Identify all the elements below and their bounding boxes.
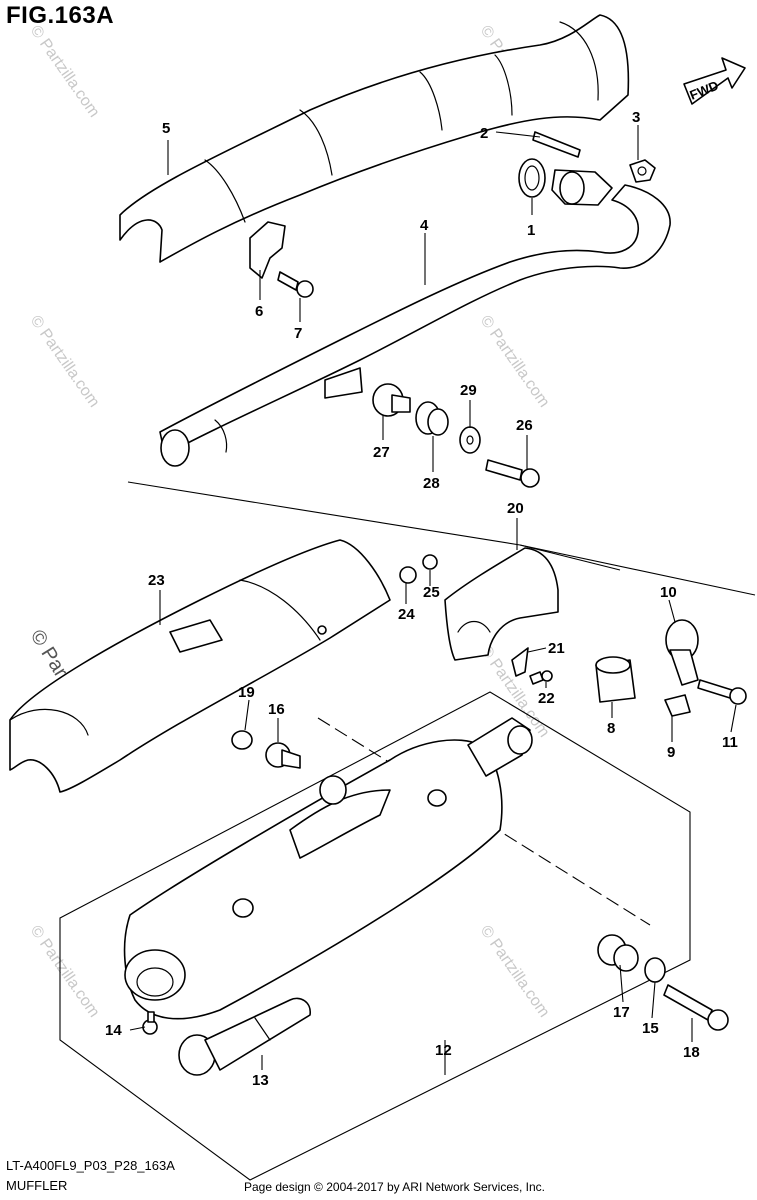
callout-27: 27 (373, 444, 390, 461)
washer-15 (644, 957, 666, 983)
callout-6: 6 (255, 303, 263, 320)
copyright-notice: Page design © 2004-2017 by ARI Network S… (244, 1180, 546, 1194)
grommet-19 (231, 730, 253, 750)
flange (551, 169, 613, 206)
watermark-6: © Partzilla.com (27, 923, 103, 1021)
nut-3 (629, 159, 656, 183)
callout-4: 4 (420, 217, 429, 234)
callout-25: 25 (423, 584, 440, 601)
collar-16 (265, 742, 301, 769)
callout-12: 12 (435, 1042, 452, 1059)
callout-26: 26 (516, 417, 533, 434)
callout-19: 19 (238, 684, 255, 701)
washer-29 (459, 426, 481, 454)
watermark-4: © Partzilla.com (477, 313, 553, 411)
callout-8: 8 (607, 720, 615, 737)
callout-21: 21 (548, 640, 565, 657)
callout-10: 10 (660, 584, 677, 601)
watermark-1: © Partzilla.com (27, 23, 103, 121)
callout-numbers: 5 2 3 1 4 6 7 29 26 27 28 20 23 24 25 10… (105, 109, 738, 1089)
bolt-22 (529, 670, 553, 685)
bolt-11 (697, 679, 747, 705)
callout-13: 13 (252, 1072, 269, 1089)
callout-14: 14 (105, 1022, 122, 1039)
bolt-18 (663, 984, 729, 1031)
callout-2: 2 (480, 125, 488, 142)
clamp-10 (665, 619, 699, 686)
spark-arrestor-13 (178, 997, 311, 1076)
bracket-6 (249, 221, 286, 279)
gasket-1 (518, 158, 546, 198)
bolt-7 (277, 271, 314, 298)
bracket-21 (511, 647, 529, 677)
callout-24: 24 (398, 606, 415, 623)
callout-3: 3 (632, 109, 640, 126)
callout-22: 22 (538, 690, 555, 707)
bolt-26 (485, 459, 540, 488)
callout-1: 1 (527, 222, 535, 239)
watermark-7: © Partzilla.com (477, 923, 553, 1021)
collar-25 (422, 554, 438, 570)
muffler-12 (123, 717, 533, 1020)
heat-shield-23 (9, 539, 391, 793)
figure-title: FIG.163A (6, 2, 115, 29)
grommet-24 (399, 566, 417, 584)
fwd-arrow-icon: FWD (683, 57, 746, 105)
exhaust-pipe-4 (159, 184, 671, 467)
callout-11: 11 (722, 734, 738, 751)
callout-17: 17 (613, 1004, 630, 1021)
pad-8 (595, 656, 636, 703)
heat-shield-upper (119, 14, 630, 263)
callout-20: 20 (507, 500, 524, 517)
grommet-17 (597, 934, 639, 972)
section-name: MUFFLER (6, 1178, 68, 1193)
stud-2 (532, 131, 581, 158)
callout-16: 16 (268, 701, 285, 718)
grommet-27 (372, 383, 411, 417)
callout-28: 28 (423, 475, 440, 492)
callout-15: 15 (642, 1020, 659, 1037)
callout-23: 23 (148, 572, 165, 589)
callout-9: 9 (667, 744, 675, 761)
diagram-code: LT-A400FL9_P03_P28_163A (6, 1158, 175, 1173)
callout-7: 7 (294, 325, 302, 342)
callout-18: 18 (683, 1044, 700, 1061)
nut-9 (664, 694, 691, 717)
cover-20 (444, 547, 559, 661)
callout-29: 29 (460, 382, 477, 399)
callout-5: 5 (162, 120, 170, 137)
leader-lines (129, 125, 737, 1075)
washer-28 (415, 401, 449, 436)
watermark-3: © Partzilla.com (27, 313, 103, 411)
